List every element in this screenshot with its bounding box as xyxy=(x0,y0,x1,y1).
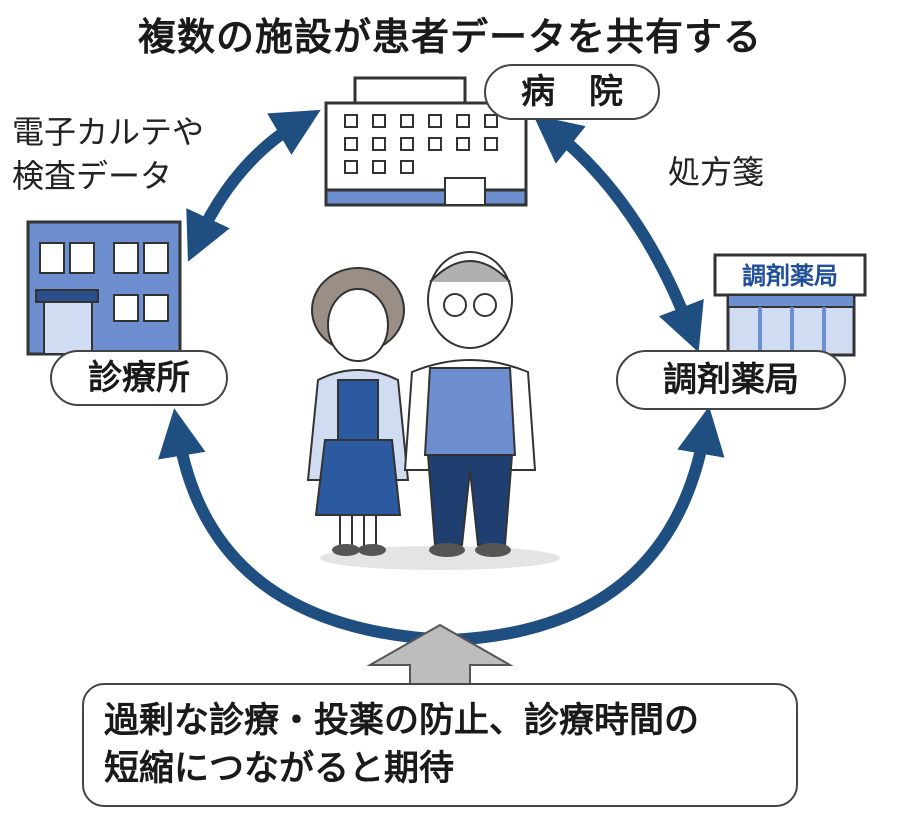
pharmacy-label: 調剤薬局 xyxy=(616,350,846,410)
clinic-building-icon xyxy=(26,220,182,356)
page-title: 複数の施設が患者データを共有する xyxy=(137,15,762,59)
ehr-line-1: 電子カルテや xyxy=(12,113,205,151)
ehr-data-label: 電子カルテや 検査データ xyxy=(12,110,302,198)
arrow-hospital-pharmacy xyxy=(533,115,704,353)
benefit-line-1: 過剰な診療・投薬の防止、診療時間の xyxy=(104,701,700,741)
pharmacy-building-icon: 調剤薬局 xyxy=(713,253,867,357)
arrow-hospital-clinic xyxy=(186,109,321,262)
prescription-label: 処方箋 xyxy=(668,153,765,191)
elderly-man-figure xyxy=(403,251,537,557)
pharmacy-sign: 調剤薬局 xyxy=(742,262,838,290)
elderly-woman-figure xyxy=(306,267,410,556)
hospital-label: 病 院 xyxy=(484,64,660,120)
clinic-label: 診療所 xyxy=(50,350,228,406)
ehr-line-2: 検査データ xyxy=(12,157,173,195)
benefit-box: 過剰な診療・投薬の防止、診療時間の 短縮につながると期待 xyxy=(82,683,798,807)
benefit-line-2: 短縮につながると期待 xyxy=(104,749,455,789)
hospital-building-icon xyxy=(324,76,528,207)
